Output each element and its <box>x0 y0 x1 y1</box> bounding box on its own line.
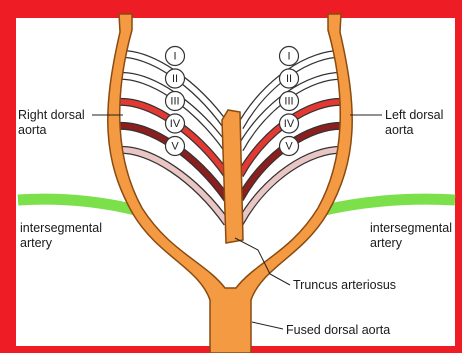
intersegmental-artery-right <box>320 199 455 211</box>
label-left-dorsal-aorta: Left dorsal <box>385 108 443 122</box>
label-truncus-arteriosus: Truncus arteriosus <box>293 278 396 292</box>
label-right-dorsal-aorta-2: aorta <box>18 123 47 137</box>
arch-number-II-right: II <box>280 69 299 88</box>
arch-number-text-I-right: I <box>287 51 290 63</box>
frame-left-bar <box>0 0 16 353</box>
arch-number-text-V-left: V <box>171 141 179 153</box>
arch-number-I-right: I <box>280 47 299 66</box>
arch-number-II-left: II <box>166 69 185 88</box>
arch-number-text-IV-right: IV <box>284 118 295 130</box>
arch-number-III-left: III <box>166 92 185 111</box>
label-fused-dorsal-aorta: Fused dorsal aorta <box>286 323 390 337</box>
arch-number-text-II-right: II <box>286 73 292 85</box>
arch-number-text-III-left: III <box>170 96 179 108</box>
label-right-dorsal-aorta: Right dorsal <box>18 108 85 122</box>
label-intersegmental-right-2: artery <box>370 236 403 250</box>
arch-number-V-left: V <box>166 137 185 156</box>
truncus-arteriosus <box>222 110 243 243</box>
label-intersegmental-right: intersegmental <box>370 221 452 235</box>
intersegmental-artery-left <box>18 199 140 211</box>
arch-number-text-III-right: III <box>284 96 293 108</box>
arch-number-I-left: I <box>166 47 185 66</box>
arch-number-text-IV-left: IV <box>170 118 181 130</box>
arch-number-IV-left: IV <box>166 114 185 133</box>
arch-number-text-II-left: II <box>172 73 178 85</box>
arch-number-V-right: V <box>280 137 299 156</box>
arch-number-III-right: III <box>280 92 299 111</box>
label-left-dorsal-aorta-2: aorta <box>385 123 414 137</box>
frame-right-bar <box>455 0 462 353</box>
pointer-fused <box>252 322 283 329</box>
label-intersegmental-left-2: artery <box>20 236 53 250</box>
arch-number-text-V-right: V <box>285 141 293 153</box>
frame-top-bar <box>0 0 462 18</box>
arch-number-IV-right: IV <box>280 114 299 133</box>
label-intersegmental-left: intersegmental <box>20 221 102 235</box>
arch-number-text-I-left: I <box>173 51 176 63</box>
